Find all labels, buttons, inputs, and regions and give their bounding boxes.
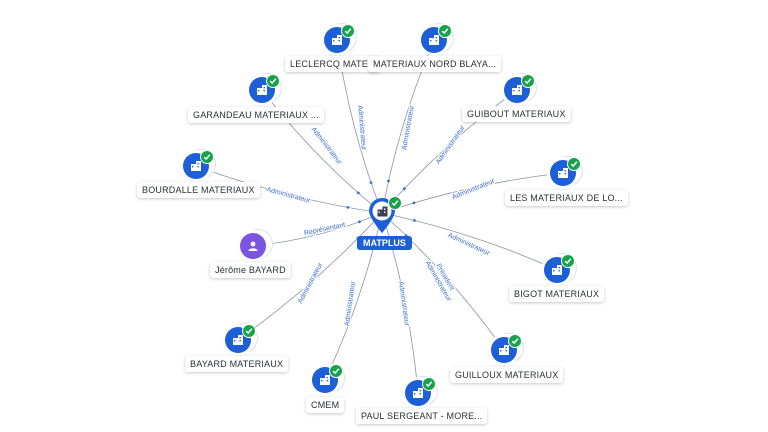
node-label: MATERIAUX NORD BLAYA... xyxy=(368,56,502,72)
edge-label-les-materiaux: Administrateur xyxy=(450,177,497,203)
building-icon xyxy=(312,367,338,393)
edge-arrow-leclercq xyxy=(369,181,373,185)
edge-bayard xyxy=(237,212,383,341)
edge-label-text: Représentant xyxy=(303,222,346,238)
edge-label-text: Administrateur xyxy=(451,178,496,202)
edge-guilloux xyxy=(381,212,505,351)
building-icon xyxy=(405,380,431,406)
edge-label-bayard: Administrateur xyxy=(296,260,326,306)
edge-paul-sergeant xyxy=(381,212,419,394)
edge-label-leclercq: Administrateur xyxy=(355,104,368,152)
check-icon xyxy=(521,74,535,88)
node-label: GUILLOUX MATERIAUX xyxy=(450,367,564,383)
edge-arrow-bigot xyxy=(413,219,416,222)
edge-label-text: Administrateur xyxy=(435,124,467,166)
node-label: LECLERCQ MATER xyxy=(285,56,380,72)
edge-arrow-bourdalle xyxy=(346,206,350,209)
edge-garandeau xyxy=(261,89,383,214)
edge-bourdalle xyxy=(195,165,383,214)
check-icon xyxy=(266,74,280,88)
edge-cmem xyxy=(324,212,383,381)
node-label: PAUL SERGEANT - MORE... xyxy=(356,408,488,424)
check-icon xyxy=(438,24,452,38)
edge-label-jerome: Représentant xyxy=(302,221,347,239)
check-icon xyxy=(567,157,581,171)
node-label: GUIBOUT MATERIAUX xyxy=(462,106,571,122)
edge-les-materiaux xyxy=(381,172,564,214)
node-label: Jérôme BAYARD xyxy=(210,262,291,278)
check-icon xyxy=(422,377,436,391)
check-icon xyxy=(561,254,575,268)
edge-label-text: Administrateur xyxy=(344,280,357,326)
building-icon xyxy=(504,77,530,103)
edge-label-paul-sergeant: Administrateur xyxy=(396,280,411,328)
person-icon xyxy=(240,233,266,259)
node-label: CMEM xyxy=(306,397,345,413)
node-label: GARANDEAU MATERIAUX ... xyxy=(188,107,324,123)
building-icon xyxy=(377,206,388,217)
edge-label-text: Administrateur xyxy=(401,104,416,150)
node-label: BOURDALLE MATERIAUX xyxy=(137,182,260,198)
node-label: BIGOT MATERIAUX xyxy=(509,286,605,302)
edge-arrow-guibout xyxy=(402,187,406,191)
edge-bigot xyxy=(381,212,558,271)
check-icon xyxy=(242,324,256,338)
check-icon xyxy=(200,150,214,164)
edge-arrow-garandeau xyxy=(356,191,360,195)
edge-label-text: Administrateur xyxy=(397,281,410,327)
edge-label-text: Administrateur xyxy=(310,126,344,166)
check-icon xyxy=(329,364,343,378)
check-icon xyxy=(341,24,355,38)
edge-label-garandeau: Administrateur xyxy=(309,125,345,167)
edge-label-text: Administrateur xyxy=(356,105,367,151)
edge-label-guibout: Administrateur xyxy=(434,123,468,167)
edge-arrow-nord-blaya xyxy=(387,179,390,183)
check-icon xyxy=(508,334,522,348)
center-node-label: MATPLUS xyxy=(357,236,412,250)
edge-label-bourdalle: Administrateur xyxy=(265,185,313,206)
node-label: LES MATERIAUX DE LO... xyxy=(505,190,628,206)
edge-label-text: Administrateur xyxy=(297,261,325,305)
check-icon xyxy=(388,196,402,210)
node-label: BAYARD MATERIAUX xyxy=(185,356,289,372)
edge-arrow-jerome xyxy=(358,220,361,224)
edge-label-nord-blaya: Administrateur xyxy=(400,103,417,151)
edge-arrow-les-materiaux xyxy=(412,201,416,205)
edge-label-cmem: Administrateur xyxy=(343,279,358,327)
edge-label-text: Administrateur xyxy=(266,186,312,205)
